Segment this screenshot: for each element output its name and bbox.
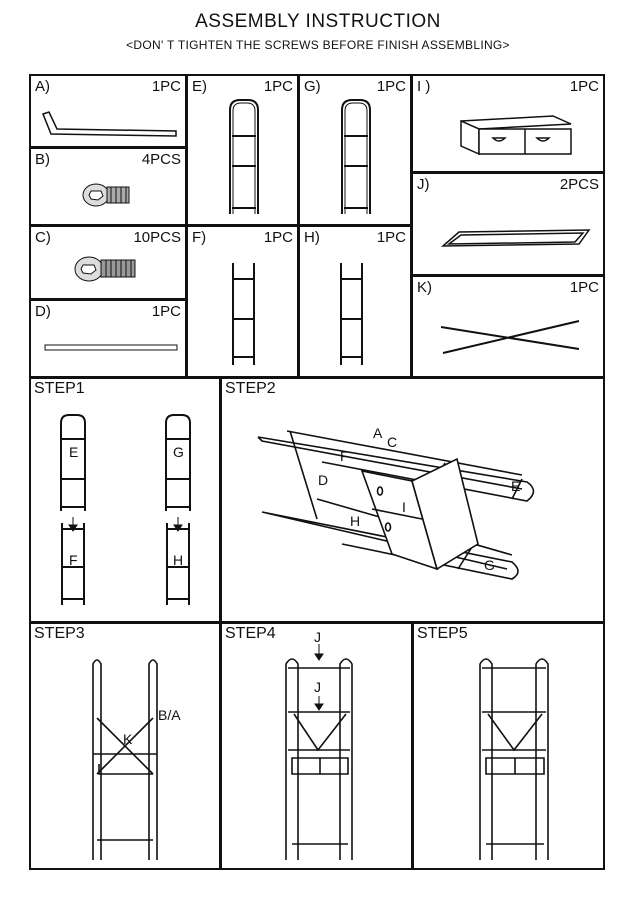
part-k: K) 1PC: [411, 275, 605, 378]
callout-g: G: [173, 444, 184, 460]
step3-diagram: B/A K: [92, 659, 181, 860]
callout-d: D: [318, 472, 328, 488]
cross-brace-icon: [440, 320, 580, 354]
part-label: F): [192, 229, 207, 246]
step-1: STEP1 E F G H: [29, 377, 221, 623]
callout-f: F: [340, 448, 349, 464]
step-4: STEP4 J J: [220, 622, 413, 870]
part-label: G): [304, 78, 321, 95]
part-label: J): [417, 176, 430, 193]
part-qty: 1PC: [569, 78, 599, 95]
step5-diagram: [479, 658, 549, 860]
callout-e: E: [511, 478, 520, 494]
part-qty: 1PC: [569, 279, 599, 296]
callout-j-middle: J: [314, 679, 321, 695]
callout-j-top: J: [314, 629, 321, 645]
part-i: I ) 1PC: [411, 74, 605, 173]
step4-diagram: J J: [285, 629, 353, 860]
part-b: B) 4PCS: [29, 147, 187, 226]
step-5: STEP5: [412, 622, 605, 870]
part-qty: 1PC: [151, 78, 181, 95]
part-f: F) 1PC: [186, 225, 299, 378]
callout-f: F: [69, 552, 78, 568]
part-qty: 10PCS: [133, 229, 181, 246]
callout-e: E: [69, 444, 78, 460]
tall-frame-icon: [341, 99, 371, 214]
part-label: H): [304, 229, 320, 246]
step-label: STEP2: [225, 380, 276, 397]
part-qty: 1PC: [263, 229, 293, 246]
part-label: A): [35, 78, 50, 95]
part-label: K): [417, 279, 432, 296]
callout-a: A: [373, 425, 383, 441]
part-g: G) 1PC: [298, 74, 412, 226]
drawer-box-icon: [460, 115, 572, 156]
part-d: D) 1PC: [29, 299, 187, 378]
rod-icon: [44, 344, 178, 351]
page-subtitle: <DON' T TIGHTEN THE SCREWS BEFORE FINISH…: [126, 38, 510, 52]
part-h: H) 1PC: [298, 225, 412, 378]
callout-c: C: [387, 434, 397, 450]
callout-h: H: [173, 552, 183, 568]
step-3: STEP3 B/A K: [29, 622, 221, 870]
short-frame-icon: [232, 263, 255, 365]
step1-diagram: E F G H: [60, 414, 191, 605]
part-label: D): [35, 303, 51, 320]
tall-frame-icon: [229, 99, 259, 214]
part-j: J) 2PCS: [411, 172, 605, 276]
short-frame-icon: [340, 263, 363, 365]
step-label: STEP3: [34, 625, 85, 642]
page-title: ASSEMBLY INSTRUCTION: [195, 11, 441, 32]
callout-g: G: [484, 557, 495, 573]
step-label: STEP1: [34, 380, 85, 397]
part-label: E): [192, 78, 207, 95]
part-label: B): [35, 151, 50, 168]
part-qty: 2PCS: [559, 176, 599, 193]
part-qty: 4PCS: [141, 151, 181, 168]
part-e: E) 1PC: [186, 74, 299, 226]
part-a: A) 1PC: [29, 74, 187, 148]
step-label: STEP5: [417, 625, 468, 642]
callout-h: H: [350, 513, 360, 529]
step2-diagram: A C F D E H I G: [257, 425, 535, 580]
part-qty: 1PC: [151, 303, 181, 320]
part-qty: 1PC: [376, 229, 406, 246]
part-label: C): [35, 229, 51, 246]
allen-key-icon: [42, 111, 177, 137]
part-label: I ): [417, 78, 431, 95]
short-screw-icon: [82, 183, 130, 207]
callout-k: K: [123, 731, 133, 747]
long-screw-icon: [74, 256, 136, 282]
shelf-tray-icon: [440, 229, 591, 247]
callout-i: I: [402, 499, 406, 515]
step-2: STEP2 A C F D E H I G: [220, 377, 605, 623]
part-c: C) 10PCS: [29, 225, 187, 300]
part-qty: 1PC: [376, 78, 406, 95]
step-label: STEP4: [225, 625, 276, 642]
part-qty: 1PC: [263, 78, 293, 95]
callout-b-a: B/A: [158, 707, 181, 723]
